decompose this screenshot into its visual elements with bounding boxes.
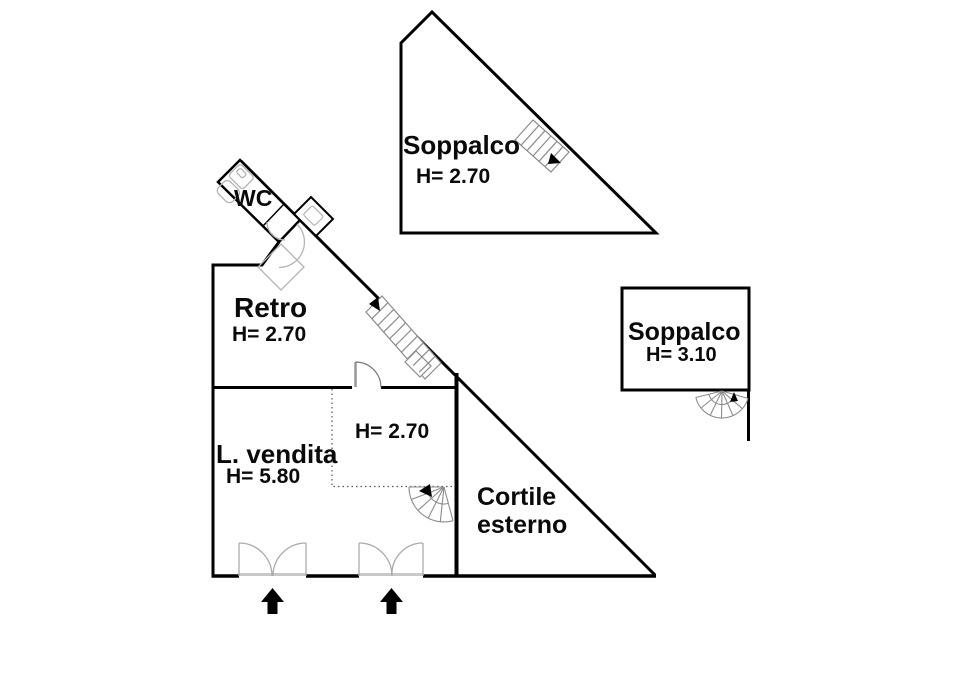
cortile-label-line2: esterno	[477, 511, 568, 539]
retro-door-icon	[354, 361, 382, 388]
retro-height-label: H= 2.70	[232, 323, 307, 346]
vendita-height-label: H= 5.80	[226, 465, 301, 488]
stair-direction-arrow-icon	[548, 153, 561, 164]
stair-direction-arrow-icon	[419, 484, 432, 497]
vendita-label: L. vendita	[216, 439, 338, 469]
soppalco-right-height-label: H= 3.10	[646, 344, 717, 366]
soppalco-right-label: Soppalco	[628, 318, 741, 346]
double-door-left-icon	[238, 542, 307, 577]
cortile-label: Cortile esterno	[477, 483, 567, 539]
closet-outline	[292, 195, 335, 238]
soppalco-top-height-label: H= 2.70	[416, 165, 491, 188]
loft-staircase-icon	[514, 119, 570, 173]
cortile-label-line1: Cortile	[477, 483, 557, 511]
retro-label: Retro	[234, 292, 308, 323]
entrance-arrow-icon-right	[380, 588, 403, 614]
mezzanine-height-label: H= 2.70	[355, 420, 430, 443]
soppalco-right-outline	[620, 286, 751, 441]
mezzanine-dotted-boundary	[331, 389, 455, 488]
entrance-arrow-icon-left	[261, 588, 284, 614]
stair-direction-arrow-icon	[369, 297, 380, 311]
wc-fixtures-icon	[216, 164, 306, 291]
shower-icon	[257, 243, 305, 291]
double-door-right-icon	[358, 542, 424, 577]
wc-label: WC	[234, 185, 273, 211]
stair-direction-arrow-icon	[730, 392, 738, 402]
soppalco-top-label: Soppalco	[403, 130, 521, 160]
soppalco-top-outline	[399, 9, 660, 235]
spiral-staircase-icon-vendita	[408, 484, 454, 523]
retro-staircase-icon	[365, 295, 442, 380]
spiral-staircase-icon-right	[695, 390, 749, 419]
